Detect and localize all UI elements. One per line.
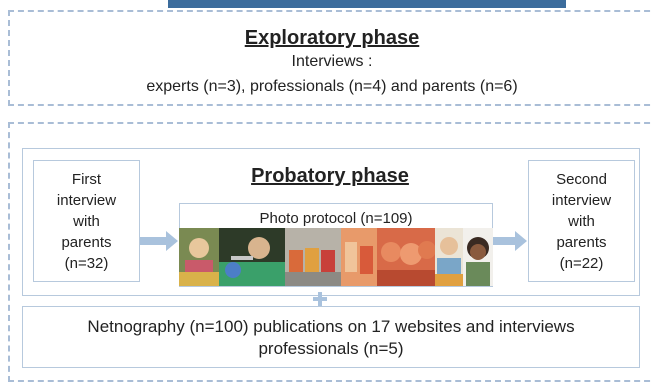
second-interview-line: with: [568, 212, 595, 230]
probatory-phase-title: Probatory phase: [251, 165, 409, 187]
photo-strip: [179, 228, 493, 286]
header-bar: [168, 0, 566, 8]
photo-protocol-label: Photo protocol (n=109): [259, 210, 413, 227]
exploratory-participants: experts (n=3), professionals (n=4) and p…: [146, 78, 518, 95]
exploratory-interviews-label: Interviews :: [291, 53, 373, 70]
netnography-text: Netnography (n=100) publications on 17 w…: [22, 316, 640, 360]
first-interview-line: parents: [61, 233, 112, 251]
first-interview-line: with: [73, 212, 100, 230]
netnography-line: professionals (n=5): [258, 339, 404, 358]
baby-food-jars-photo: [377, 228, 435, 286]
child-eating-photo: [179, 228, 219, 286]
first-interview-box: First interview with parents (n=32): [33, 160, 140, 282]
first-interview-line: interview: [56, 191, 117, 209]
second-interview-box: Second interview with parents (n=22): [528, 160, 635, 282]
second-interview-line: (n=22): [559, 254, 604, 272]
plus-icon: [313, 292, 327, 306]
arrow-right-icon: [493, 231, 527, 251]
first-interview-line: (n=32): [64, 254, 109, 272]
exploratory-phase-title: Exploratory phase: [244, 27, 420, 49]
netnography-line: Netnography (n=100) publications on 17 w…: [87, 317, 575, 336]
food-containers-photo: [285, 228, 341, 286]
food-jars-photo: [341, 228, 377, 286]
exploratory-phase-box: [8, 10, 652, 106]
arrow-right-icon: [140, 231, 178, 251]
second-interview-line: parents: [556, 233, 607, 251]
second-interview-line: Second: [556, 170, 607, 188]
child-at-table-photo: [435, 228, 463, 286]
netnography-box: [22, 306, 640, 368]
second-interview-line: interview: [551, 191, 612, 209]
toddler-eating-photo: [463, 228, 493, 286]
child-with-spoon-photo: [219, 228, 285, 286]
first-interview-line: First: [71, 170, 102, 188]
